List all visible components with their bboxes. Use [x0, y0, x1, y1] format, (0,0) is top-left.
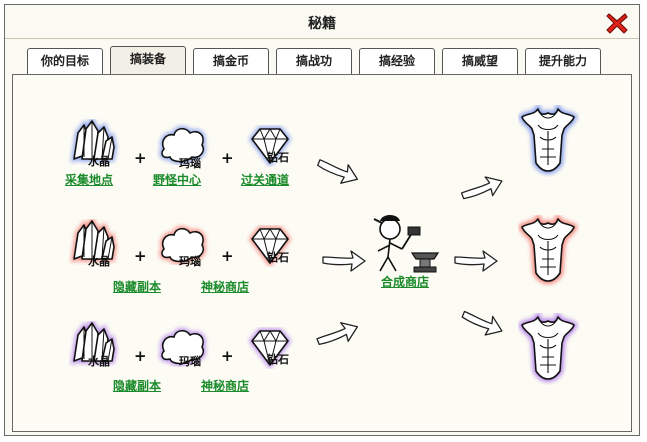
plus-sign: + — [221, 347, 234, 365]
close-icon[interactable] — [605, 11, 629, 35]
plus-sign: + — [134, 149, 147, 167]
source-link[interactable]: 神秘商店 — [201, 280, 250, 294]
plus-sign: + — [221, 149, 234, 167]
blacksmith-anvil-icon — [373, 215, 440, 273]
armor-icon — [518, 215, 580, 287]
source-link[interactable]: 过关通道 — [241, 173, 290, 187]
source-link[interactable]: 隐藏副本 — [113, 379, 162, 393]
source-link[interactable]: 神秘商店 — [201, 379, 250, 393]
tab-get-equipment[interactable]: 搞装备 — [110, 46, 186, 74]
diamond-caption: 钻石 — [267, 251, 289, 264]
diamond-caption: 钻石 — [267, 353, 289, 366]
tab-get-experience[interactable]: 搞经验 — [359, 48, 435, 74]
tab-bar: 你的目标 搞装备 搞金币 搞战功 搞经验 搞威望 提升能力 — [27, 46, 627, 74]
diamond-caption: 钻石 — [267, 151, 289, 164]
crystal-caption: 水晶 — [88, 355, 110, 368]
tab-get-gold[interactable]: 搞金币 — [193, 48, 269, 74]
source-link[interactable]: 野怪中心 — [153, 173, 202, 187]
armor-icon — [518, 105, 580, 177]
agate-caption: 玛瑙 — [179, 157, 201, 170]
agate-caption: 玛瑙 — [179, 255, 201, 268]
plus-sign: + — [221, 247, 234, 265]
arrow-right-down-icon — [315, 157, 362, 190]
tab-improve-ability[interactable]: 提升能力 — [525, 48, 601, 74]
plus-sign: + — [134, 347, 147, 365]
arrow-right-down-icon — [461, 309, 507, 341]
crystal-caption: 水晶 — [88, 255, 110, 268]
arrow-right-icon — [454, 250, 498, 272]
plus-sign: + — [134, 247, 147, 265]
cheats-window: 秘籍 你的目标 搞装备 搞金币 搞战功 搞经验 搞威望 提升能力 — [4, 4, 640, 436]
tab-get-prestige[interactable]: 搞威望 — [442, 48, 518, 74]
tab-your-goal[interactable]: 你的目标 — [27, 48, 103, 74]
tab-get-merit[interactable]: 搞战功 — [276, 48, 352, 74]
source-link[interactable]: 采集地点 — [65, 173, 114, 187]
craft-shop-link[interactable]: 合成商店 — [381, 275, 430, 289]
arrow-right-up-icon — [315, 321, 362, 353]
arrow-right-icon — [322, 250, 366, 272]
crystal-caption: 水晶 — [88, 155, 110, 168]
armor-icon — [518, 313, 580, 385]
agate-caption: 玛瑙 — [179, 355, 201, 368]
equipment-guide-panel: 水晶 + 玛瑙 + 钻石 采集地点 野怪中心 过关通道 水晶 + 玛瑙 — [12, 74, 632, 432]
window-title: 秘籍 — [308, 16, 336, 32]
source-link[interactable]: 隐藏副本 — [113, 280, 162, 294]
title-bar: 秘籍 — [5, 5, 639, 39]
arrow-right-up-icon — [461, 175, 507, 207]
